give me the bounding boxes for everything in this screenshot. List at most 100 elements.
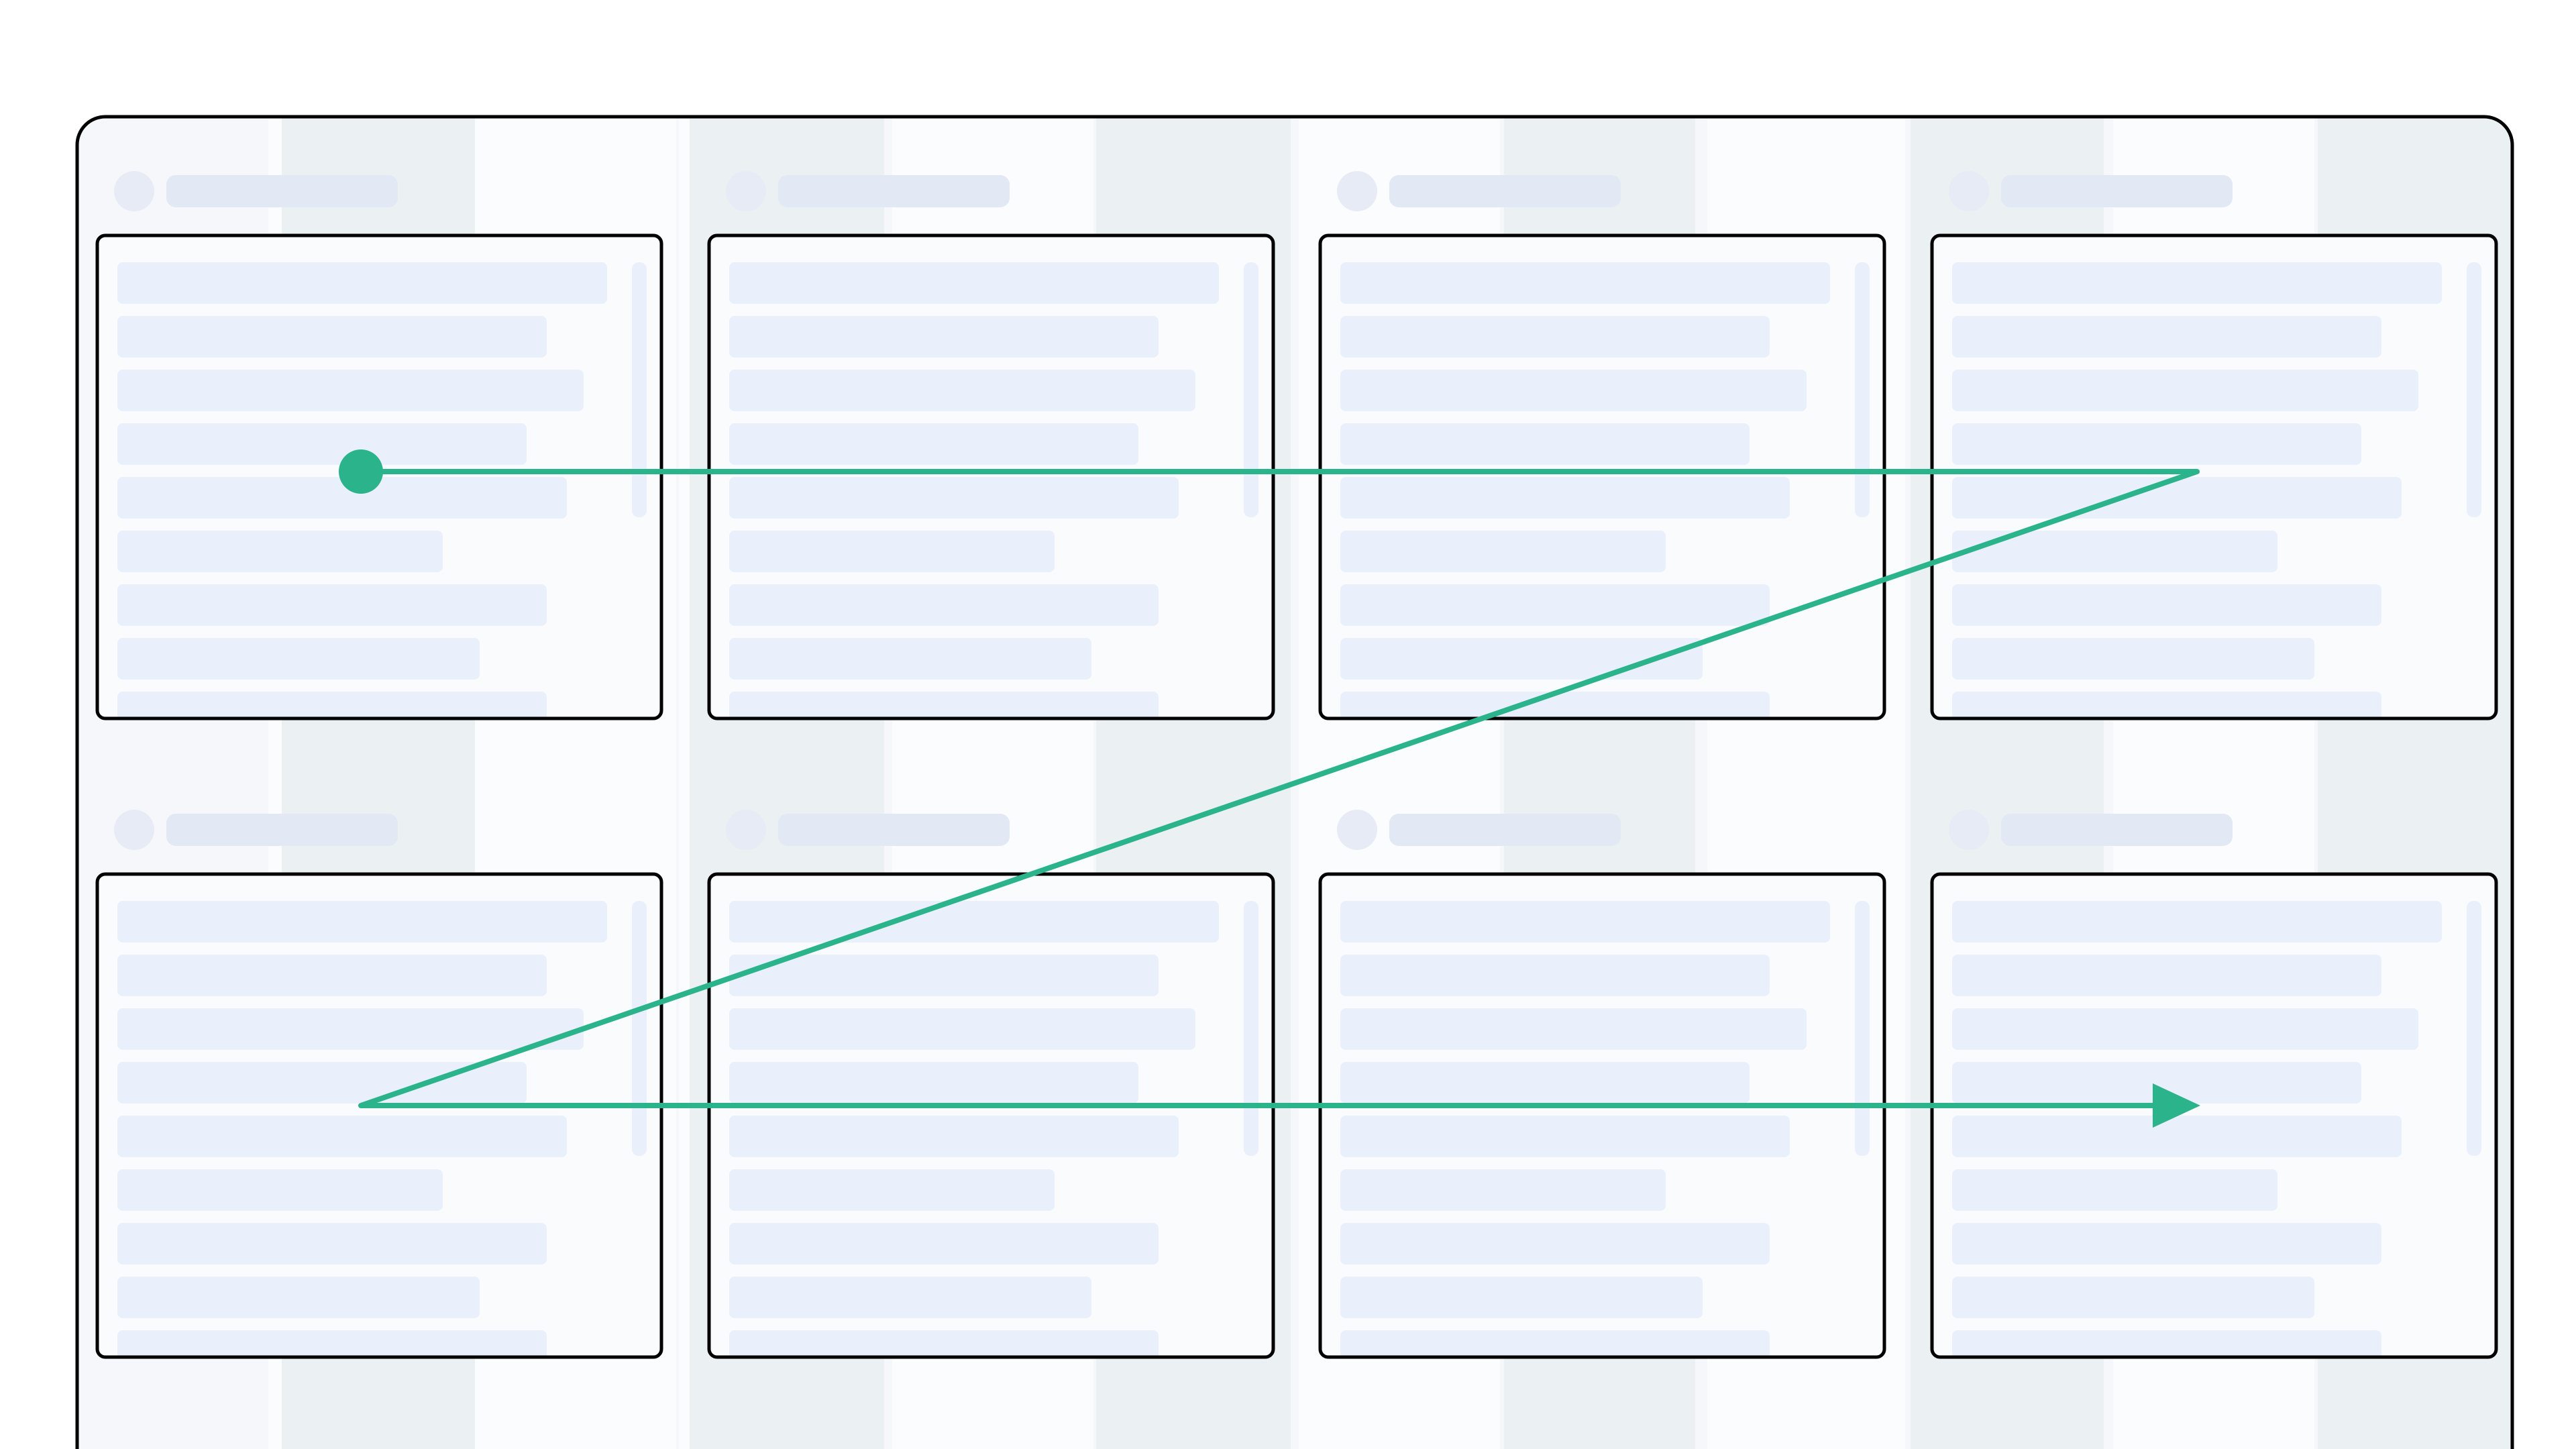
skeleton-row-6-6 — [729, 1169, 1055, 1211]
window-frame — [77, 117, 2512, 1449]
scrollbar-5 — [632, 901, 647, 1156]
skeleton-row-3-4 — [1340, 423, 1750, 465]
skeleton-row-2-3 — [729, 370, 1195, 411]
skeleton-row-8-7 — [1952, 1223, 2381, 1265]
scrollbar-8 — [2467, 901, 2481, 1156]
header-title-skeleton-8 — [2001, 814, 2233, 846]
skeleton-row-2-7 — [729, 584, 1159, 626]
content-panel-3 — [1318, 233, 1886, 720]
skeleton-row-8-8 — [1952, 1277, 2314, 1318]
scrollbar-3 — [1855, 262, 1870, 517]
skeleton-row-1-5 — [117, 477, 567, 519]
skeleton-row-1-9 — [117, 692, 547, 718]
skeleton-row-1-1 — [117, 262, 607, 304]
skeleton-row-3-3 — [1340, 370, 1807, 411]
header-title-skeleton-5 — [166, 814, 398, 846]
skeleton-row-3-6 — [1340, 531, 1666, 572]
panel-rows-3 — [1340, 262, 1830, 718]
panel-outline-3 — [1318, 233, 1886, 720]
content-panels — [95, 233, 2498, 1359]
header-title-skeleton-1 — [166, 175, 398, 207]
skeleton-row-5-9 — [117, 1330, 547, 1357]
skeleton-row-3-8 — [1340, 638, 1703, 680]
skeleton-row-4-5 — [1952, 477, 2402, 519]
header-avatar-icon-4 — [1949, 171, 1989, 211]
header-title-skeleton-7 — [1389, 814, 1621, 846]
skeleton-row-7-3 — [1340, 1008, 1807, 1050]
skeleton-row-2-6 — [729, 531, 1055, 572]
skeleton-row-2-8 — [729, 638, 1091, 680]
panel-outline-7 — [1318, 872, 1886, 1359]
scrollbar-1 — [632, 262, 647, 517]
panel-rows-1 — [117, 262, 607, 718]
skeleton-row-4-4 — [1952, 423, 2361, 465]
skeleton-row-7-5 — [1340, 1116, 1790, 1157]
skeleton-row-5-8 — [117, 1277, 480, 1318]
skeleton-row-2-9 — [729, 692, 1159, 718]
panel-rows-8 — [1952, 901, 2442, 1357]
header-avatar-icon-6 — [726, 810, 766, 850]
header-avatar-icon-5 — [114, 810, 154, 850]
content-panel-1 — [95, 233, 663, 720]
skeleton-row-8-5 — [1952, 1116, 2402, 1157]
skeleton-row-6-7 — [729, 1223, 1159, 1265]
scrollbar-2 — [1244, 262, 1258, 517]
header-title-skeleton-2 — [778, 175, 1010, 207]
header-title-skeleton-4 — [2001, 175, 2233, 207]
skeleton-row-5-4 — [117, 1062, 527, 1104]
panel-outline-8 — [1930, 872, 2498, 1359]
skeleton-row-6-9 — [729, 1330, 1159, 1357]
scrollbar-4 — [2467, 262, 2481, 517]
panel-rows-6 — [729, 901, 1219, 1357]
skeleton-row-8-6 — [1952, 1169, 2277, 1211]
skeleton-row-5-5 — [117, 1116, 567, 1157]
panel-outline-4 — [1930, 233, 2498, 720]
header-avatar-icon-1 — [114, 171, 154, 211]
skeleton-row-4-6 — [1952, 531, 2277, 572]
skeleton-row-6-3 — [729, 1008, 1195, 1050]
skeleton-row-3-1 — [1340, 262, 1830, 304]
content-panel-5 — [95, 872, 663, 1359]
skeleton-row-8-1 — [1952, 901, 2442, 943]
skeleton-row-3-9 — [1340, 692, 1770, 718]
panel-outline-2 — [707, 233, 1275, 720]
window-frame-outline — [75, 115, 2514, 1449]
panel-outline-1 — [95, 233, 663, 720]
skeleton-row-3-5 — [1340, 477, 1790, 519]
z-reading-path — [339, 449, 2200, 1128]
skeleton-row-1-4 — [117, 423, 527, 465]
skeleton-row-7-8 — [1340, 1277, 1703, 1318]
skeleton-row-8-3 — [1952, 1008, 2418, 1050]
header-title-skeleton-6 — [778, 814, 1010, 846]
skeleton-row-2-4 — [729, 423, 1138, 465]
scrollbar-6 — [1244, 901, 1258, 1156]
skeleton-row-8-4 — [1952, 1062, 2361, 1104]
skeleton-row-8-2 — [1952, 955, 2381, 996]
panel-outline-5 — [95, 872, 663, 1359]
skeleton-row-6-5 — [729, 1116, 1179, 1157]
content-panel-8 — [1930, 872, 2498, 1359]
panel-rows-2 — [729, 262, 1219, 718]
skeleton-row-2-1 — [729, 262, 1219, 304]
header-avatar-icon-3 — [1337, 171, 1377, 211]
content-panel-6 — [707, 872, 1275, 1359]
skeleton-row-5-3 — [117, 1008, 584, 1050]
skeleton-row-1-3 — [117, 370, 584, 411]
skeleton-row-4-8 — [1952, 638, 2314, 680]
start-dot-icon — [339, 449, 383, 494]
skeleton-row-4-9 — [1952, 692, 2381, 718]
panel-rows-7 — [1340, 901, 1830, 1357]
skeleton-row-7-1 — [1340, 901, 1830, 943]
skeleton-row-6-2 — [729, 955, 1159, 996]
content-panel-4 — [1930, 233, 2498, 720]
skeleton-row-6-4 — [729, 1062, 1138, 1104]
header-avatar-icon-2 — [726, 171, 766, 211]
skeleton-row-5-1 — [117, 901, 607, 943]
content-panel-7 — [1318, 872, 1886, 1359]
skeleton-row-4-1 — [1952, 262, 2442, 304]
skeleton-row-7-9 — [1340, 1330, 1770, 1357]
skeleton-row-7-4 — [1340, 1062, 1750, 1104]
skeleton-row-3-2 — [1340, 316, 1770, 358]
